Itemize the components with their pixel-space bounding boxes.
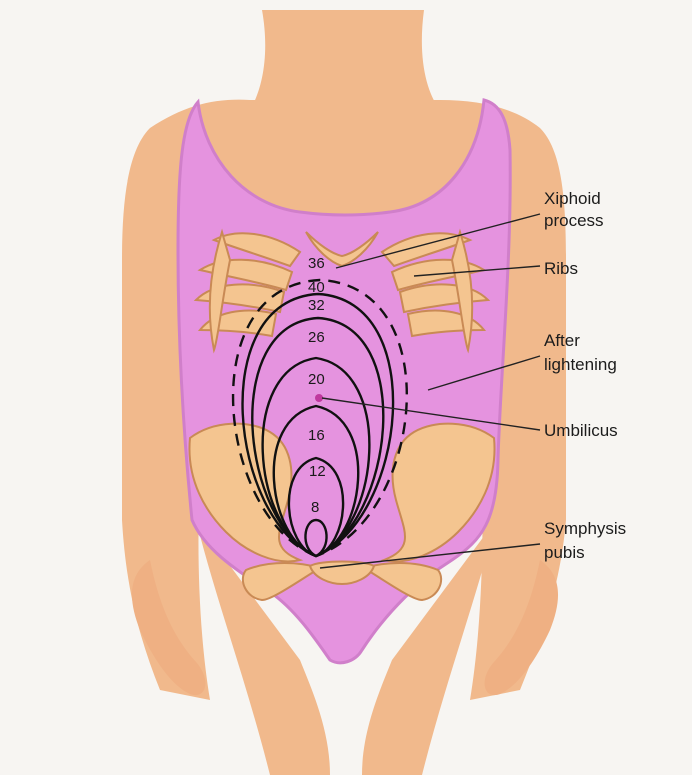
label-xiphoid-line2: process <box>544 211 604 230</box>
week-label-26: 26 <box>308 329 325 346</box>
week-label-16: 16 <box>308 427 325 444</box>
label-ribs: Ribs <box>544 259 578 278</box>
label-symphysis-line1: Symphysis <box>544 519 626 538</box>
week-label-8: 8 <box>311 499 319 516</box>
week-label-12: 12 <box>309 463 326 480</box>
label-lightening-line2: lightening <box>544 355 617 374</box>
week-label-20: 20 <box>308 371 325 388</box>
week-labels: 36 40 32 26 20 16 12 8 <box>308 255 326 516</box>
label-symphysis-line2: pubis <box>544 543 585 562</box>
label-xiphoid-line1: Xiphoid <box>544 189 601 208</box>
umbilicus-mark <box>315 394 323 402</box>
label-umbilicus: Umbilicus <box>544 421 618 440</box>
label-lightening-line1: After <box>544 331 580 350</box>
week-label-32: 32 <box>308 297 325 314</box>
week-label-40: 40 <box>308 279 325 296</box>
week-label-36: 36 <box>308 255 325 272</box>
